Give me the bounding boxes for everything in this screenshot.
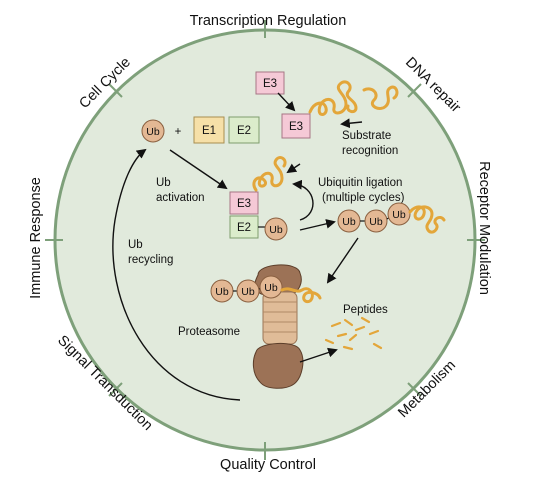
svg-text:Ub: Ub (264, 282, 278, 294)
ub-chain-right-3 (387, 202, 411, 226)
e2-box (228, 116, 260, 144)
ub-chain-right-2 (364, 209, 388, 233)
e3-complex-box (229, 191, 259, 215)
proteasome-label: Proteasome (178, 326, 240, 338)
ubiquitin-ligation-line2: (multiple cycles) (322, 192, 405, 204)
label-receptor-modulation: Receptor Modulation (476, 161, 492, 295)
proteasome-bottom-cap (252, 343, 304, 389)
substrate-squiggle-top (308, 80, 358, 116)
e3-substrate-label: E3 (289, 121, 303, 133)
arrow-to-chain (299, 219, 336, 231)
svg-text:Ub: Ub (241, 286, 255, 298)
ubiquitin-ligation-line1: Ubiquitin ligation (318, 177, 402, 189)
ub-activation-line2: activation (156, 192, 205, 204)
arrow-to-peptides (299, 347, 338, 363)
flow-arrows (112, 92, 363, 401)
free-ub-label: Ub (146, 126, 160, 138)
substrate-recognition-line1: Substrate (342, 130, 391, 142)
substrate-squiggle-right (408, 205, 446, 234)
svg-text:Ub: Ub (342, 216, 356, 228)
svg-text:Ub: Ub (369, 216, 383, 228)
e3-top-box (255, 71, 285, 95)
ub-chain-left-2 (236, 279, 260, 303)
ub-on-e2-label: Ub (269, 224, 283, 236)
plus-sign: + (175, 126, 182, 138)
ub-on-e2 (264, 217, 288, 241)
arrow-ub-recycling (112, 148, 241, 401)
substrate-squiggle-complex (252, 156, 287, 192)
ub-recycling-line2: recycling (128, 254, 173, 266)
e3-substrate-box (281, 113, 311, 139)
peptides-label: Peptides (343, 304, 388, 316)
arrow-substrate-in (340, 118, 363, 129)
ub-recycling-line1: Ub (128, 239, 143, 251)
ub-chain-left-3 (259, 275, 283, 299)
proteasome-core (262, 291, 298, 345)
rim-ticks (45, 20, 485, 460)
arrow-e3-to-substrate (277, 92, 296, 112)
label-transcription-regulation: Transcription Regulation (190, 13, 347, 29)
label-immune-response: Immune Response (28, 177, 44, 299)
substrate-recognition-line2: recognition (342, 145, 398, 157)
svg-text:Ub: Ub (392, 209, 406, 221)
e1-label: E1 (202, 125, 216, 137)
label-quality-control: Quality Control (220, 457, 316, 473)
arrow-substrate-to-complex (286, 163, 301, 174)
substrate-squiggle-proteasome (280, 287, 322, 304)
arrow-complex-loop (292, 179, 314, 221)
e2-complex-label: E2 (237, 222, 251, 234)
peptide-fragments (324, 316, 383, 351)
e3-complex-label: E3 (237, 198, 251, 210)
ub-activation-line1: Ub (156, 177, 171, 189)
svg-text:Ub: Ub (215, 286, 229, 298)
arrow-activation (169, 149, 228, 190)
arrow-to-proteasome (326, 237, 359, 284)
e3-top-label: E3 (263, 78, 277, 90)
free-ub (141, 119, 165, 143)
e2-label: E2 (237, 125, 251, 137)
e1-box (193, 116, 225, 144)
